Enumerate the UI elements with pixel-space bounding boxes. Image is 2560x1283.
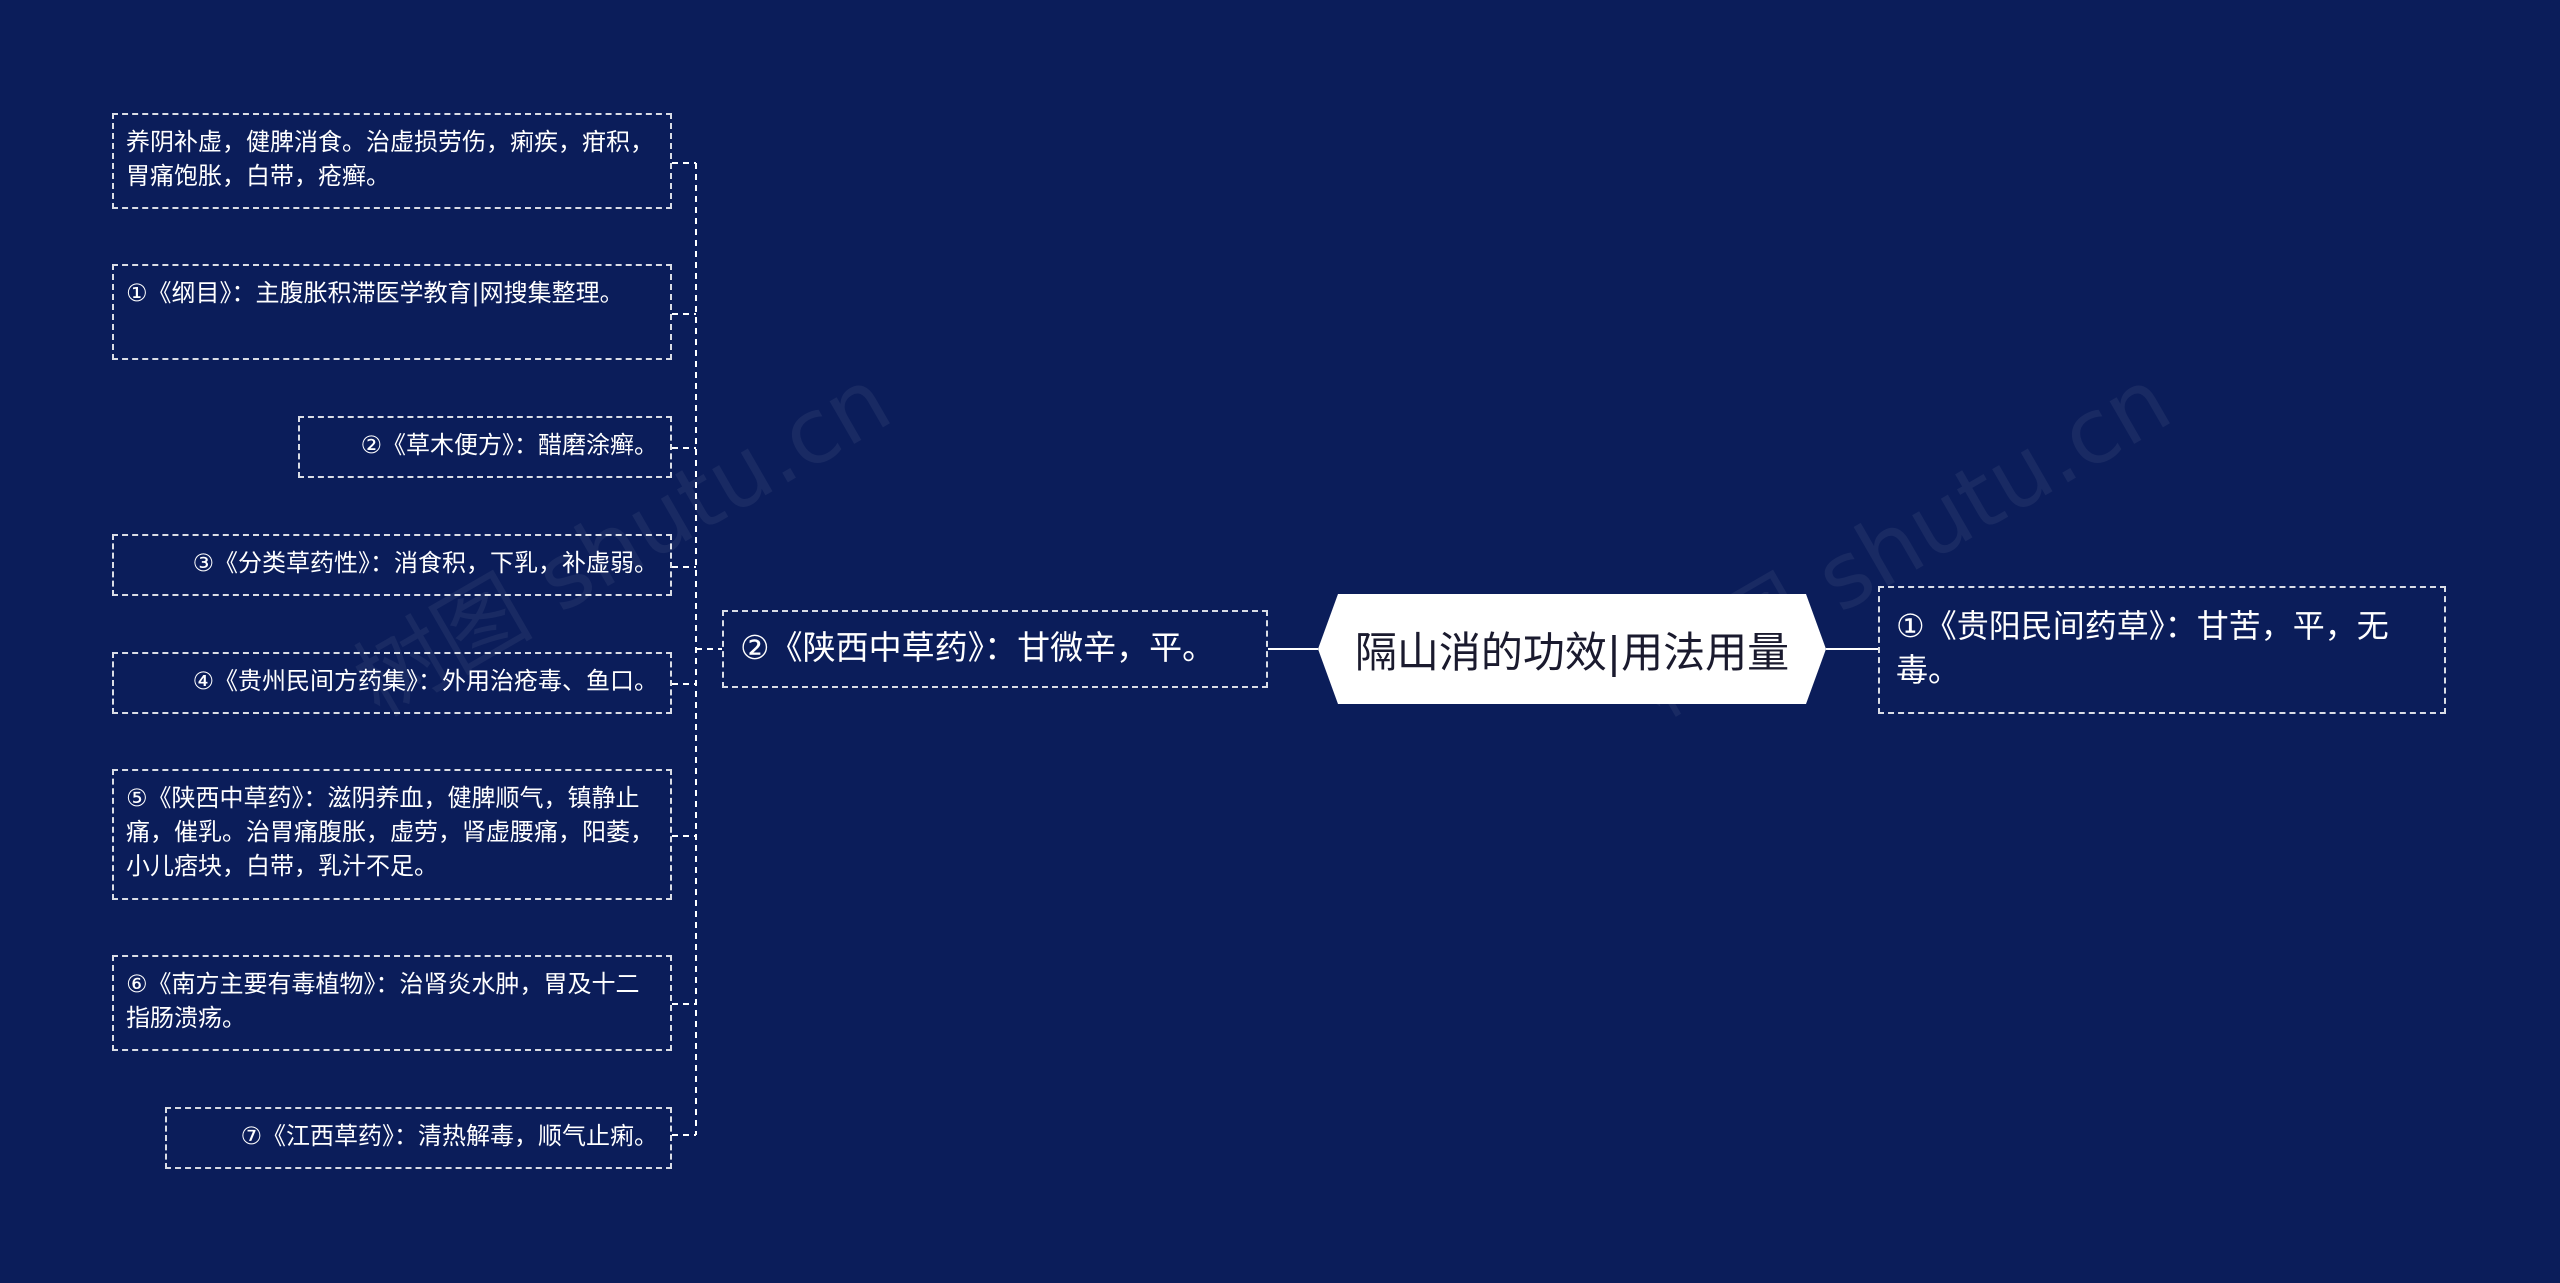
middle-node-label: ②《陕西中草药》：甘微辛，平。 [740, 628, 1216, 667]
right-node[interactable]: ①《贵阳民间药草》：甘苦，平，无毒。 [1878, 586, 2446, 714]
leaf-label-4: ④《贵州民间方药集》：外用治疮毒、鱼口。 [192, 667, 658, 695]
right-node-label: ①《贵阳民间药草》：甘苦，平，无毒。 [1896, 607, 2389, 689]
leaf-label-5: ⑤《陕西中草药》：滋阴养血，健脾顺气，镇静止痛，催乳。治胃痛腹胀，虚劳，肾虚腰痛… [126, 784, 654, 880]
leaf-label-0: 养阴补虚，健脾消食。治虚损劳伤，痢疾，疳积，胃痛饱胀，白带，疮癣。 [126, 128, 654, 190]
leaf-label-2: ②《草木便方》：醋磨涂癣。 [360, 431, 658, 459]
leaf-node-3[interactable]: ③《分类草药性》：消食积，下乳，补虚弱。 [112, 534, 672, 596]
leaf-node-0[interactable]: 养阴补虚，健脾消食。治虚损劳伤，痢疾，疳积，胃痛饱胀，白带，疮癣。 [112, 113, 672, 209]
leaf-node-4[interactable]: ④《贵州民间方药集》：外用治疮毒、鱼口。 [112, 652, 672, 714]
leaf-node-5[interactable]: ⑤《陕西中草药》：滋阴养血，健脾顺气，镇静止痛，催乳。治胃痛腹胀，虚劳，肾虚腰痛… [112, 769, 672, 900]
leaf-label-3: ③《分类草药性》：消食积，下乳，补虚弱。 [192, 549, 658, 577]
middle-node[interactable]: ②《陕西中草药》：甘微辛，平。 [722, 610, 1268, 688]
leaf-node-6[interactable]: ⑥《南方主要有毒植物》：治肾炎水肿，胃及十二指肠溃疡。 [112, 955, 672, 1051]
leaf-label-7: ⑦《江西草药》：清热解毒，顺气止痢。 [240, 1122, 658, 1150]
center-node-label: 隔山消的功效|用法用量 [1354, 627, 1790, 677]
leaf-label-6: ⑥《南方主要有毒植物》：治肾炎水肿，胃及十二指肠溃疡。 [126, 970, 640, 1032]
leaf-label-1: ①《纲目》：主腹胀积滞医学教育|网搜集整理。 [126, 279, 624, 307]
center-node[interactable]: 隔山消的功效|用法用量 [1318, 594, 1826, 704]
leaf-node-2[interactable]: ②《草木便方》：醋磨涂癣。 [298, 416, 672, 478]
leaf-node-7[interactable]: ⑦《江西草药》：清热解毒，顺气止痢。 [165, 1107, 672, 1169]
leaf-node-1[interactable]: ①《纲目》：主腹胀积滞医学教育|网搜集整理。 [112, 264, 672, 360]
center-node-shape [1318, 594, 1826, 704]
